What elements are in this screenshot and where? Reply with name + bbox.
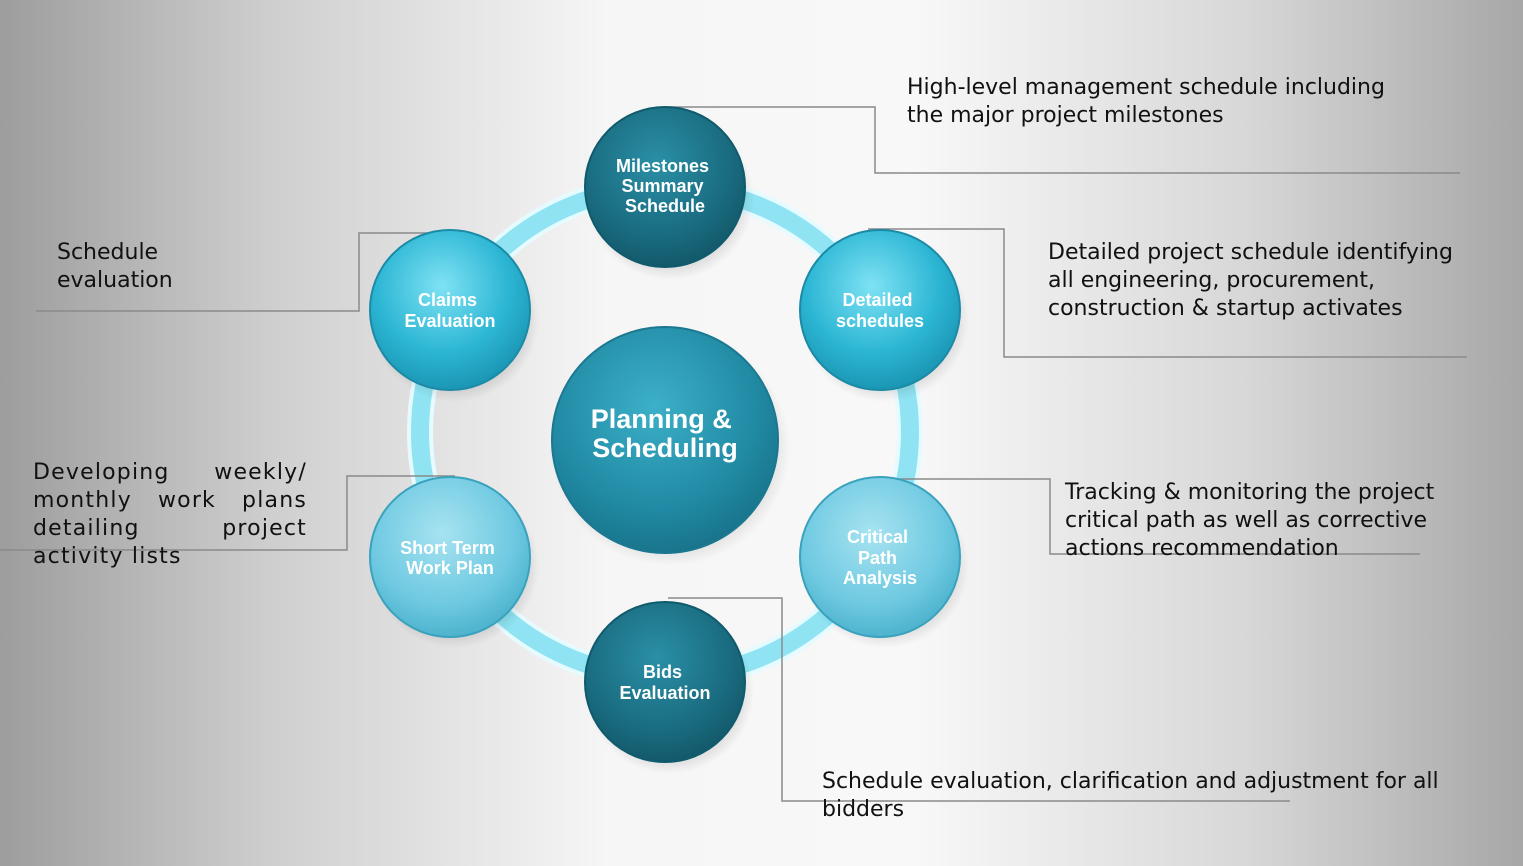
node-milestones-summary-schedule: Milestones Summary Schedule (584, 106, 746, 268)
milestones-label-line-2: Summary (621, 176, 703, 196)
caption-milestones: High-level management schedule including… (907, 75, 1385, 128)
connector-critical (880, 478, 1420, 555)
svg-text:Detailed schedules: Detailed schedules (836, 290, 924, 331)
connector-bids (668, 597, 1290, 802)
caption-detailed-schedules: Detailed project schedule identifying al… (1048, 240, 1453, 321)
svg-text:Bids Evaluation: Bids Evaluation (619, 662, 710, 703)
node-bids-evaluation: Bids Evaluation (584, 601, 746, 763)
connector-claims (36, 232, 428, 312)
node-critical-path-analysis: Critical Path Analysis (799, 476, 961, 638)
center-label-line-1: Planning & (591, 404, 732, 434)
connector-milestones (668, 106, 1460, 174)
center-label-line-2: Scheduling (592, 433, 738, 463)
claims-label-line-2: Evaluation (404, 311, 495, 331)
milestones-label-line-3: Schedule (625, 196, 705, 216)
shortterm-label-line-1: Short Term (400, 538, 495, 558)
caption-claims-evaluation: Schedule evaluation (57, 240, 173, 293)
detailed-label-line-2: schedules (836, 311, 924, 331)
caption-bids-evaluation: Schedule evaluation, clarification and a… (822, 769, 1439, 822)
connector-detailed (868, 228, 1467, 358)
claims-label-line-1: Claims (418, 290, 477, 310)
milestones-label-line-1: Milestones (616, 156, 709, 176)
center-node-planning-scheduling: Planning & Scheduling (551, 326, 779, 554)
caption-critical-path: Tracking & monitoring the project critic… (1065, 480, 1435, 561)
connector-lines (0, 106, 1467, 802)
bids-label-line-1: Bids (643, 662, 682, 682)
critical-label-line-3: Analysis (843, 568, 917, 588)
svg-text:Claims Evaluation: Claims Evaluation (404, 290, 495, 331)
caption-short-term-work-plan: Developing weekly/ monthly work plans de… (33, 460, 307, 569)
svg-text:Milestones Summary: Milestones Summary Schedule (616, 156, 714, 216)
connector-shortterm (0, 475, 455, 551)
critical-label-line-1: Critical (847, 527, 908, 547)
svg-text:Planning & Scheduling: Planning & Scheduling (591, 404, 740, 463)
node-detailed-schedules: Detailed schedules (799, 229, 961, 391)
detailed-label-line-1: Detailed (842, 290, 912, 310)
shortterm-label-line-2: Work Plan (406, 558, 494, 578)
svg-text:Critical Path Anal: Critical Path Analysis (843, 527, 917, 588)
node-short-term-work-plan: Short Term Work Plan (369, 476, 531, 638)
node-claims-evaluation: Claims Evaluation (369, 229, 531, 391)
bids-label-line-2: Evaluation (619, 683, 710, 703)
critical-label-line-2: Path (858, 548, 897, 568)
svg-text:Short Term Work Plan: Short Term Work Plan (400, 538, 500, 578)
